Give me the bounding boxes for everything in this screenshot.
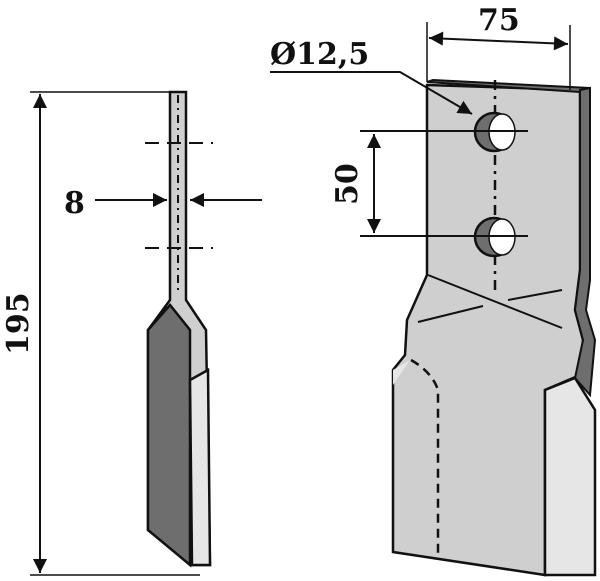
thickness-label: 8: [64, 186, 85, 221]
height-dimension: 195: [1, 91, 200, 576]
height-label: 195: [1, 292, 36, 355]
width-label: 75: [478, 3, 520, 38]
hole-spacing-label: 50: [330, 163, 365, 205]
blade-front-view: [360, 78, 597, 577]
blade-side-view: 8: [64, 90, 262, 568]
hole-spacing-dimension: 50: [330, 134, 381, 233]
hole-diameter-label: Ø12,5: [270, 37, 369, 72]
hole-diameter-dimension: Ø12,5: [270, 37, 473, 115]
width-dimension: 75: [426, 3, 571, 90]
